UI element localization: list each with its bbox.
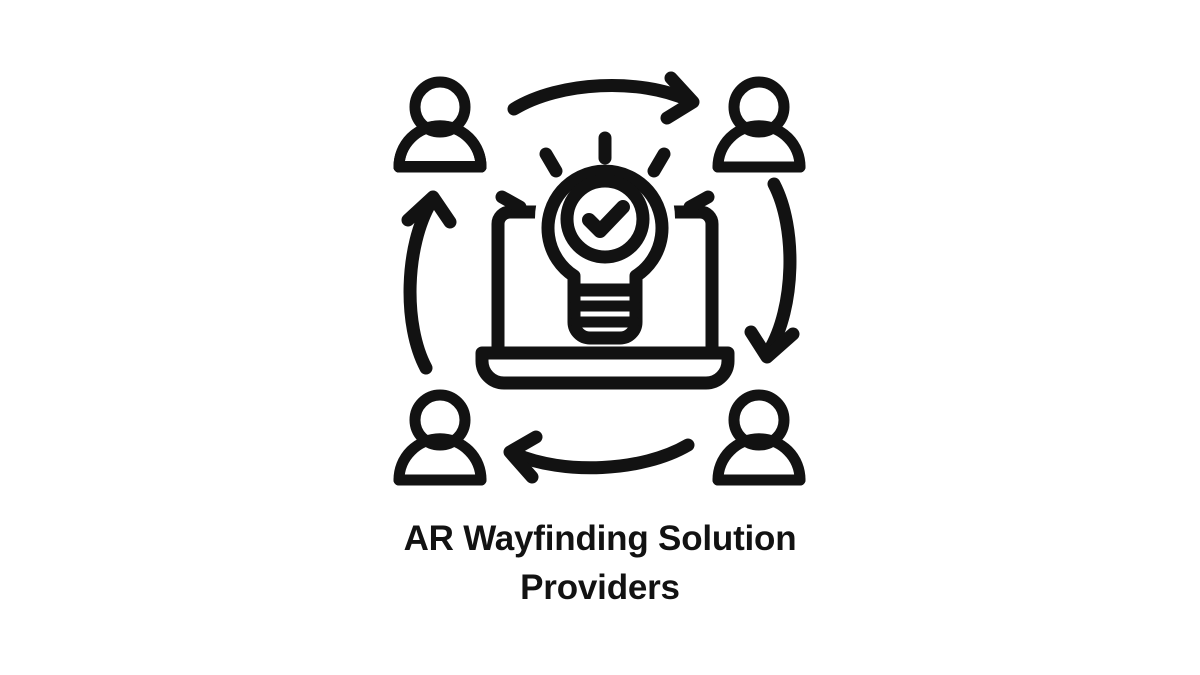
person-icon-top-right [712,76,806,173]
curved-arrow-right-icon [507,71,700,125]
curved-arrow-down-icon [744,177,800,364]
page-title-line-2: Providers [520,568,680,607]
curved-arrow-left-icon [503,430,695,484]
person-icon-bottom-right [712,389,806,486]
person-icon-top-left [393,76,487,173]
collaboration-cycle-illustration [385,68,825,493]
checkmark-badge-icon [560,174,650,264]
curved-arrow-up-icon [401,190,457,375]
person-icon-bottom-left [393,389,487,486]
page-title: AR Wayfinding Solution Providers [0,514,1200,612]
illustration-svg [393,71,806,486]
page-title-line-1: AR Wayfinding Solution [403,519,797,558]
lightbulb-rays-icon [495,131,715,214]
lightbulb-icon [541,164,669,345]
